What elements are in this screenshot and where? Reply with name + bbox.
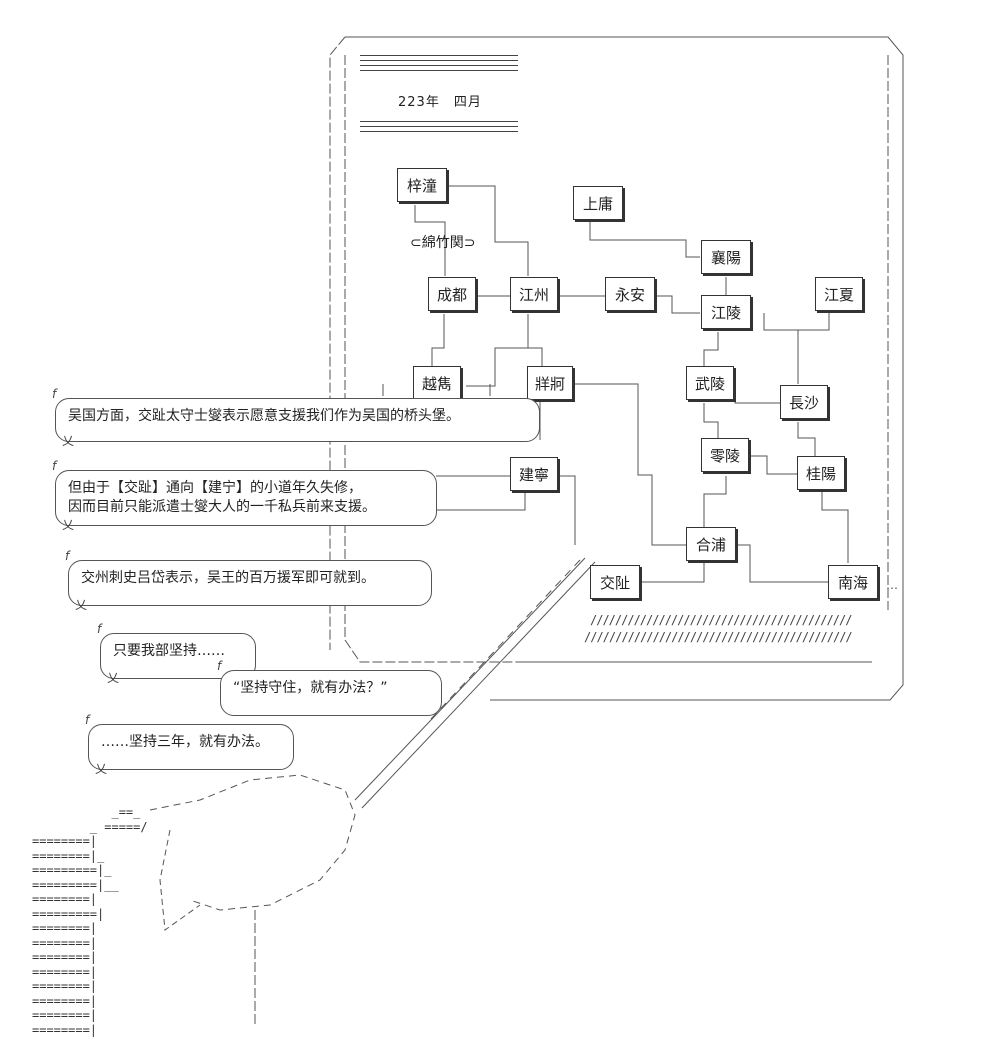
bubble-tail-icon: 乂 xyxy=(62,434,75,448)
city-hepu[interactable]: 合浦 xyxy=(686,527,736,561)
date-box: 223年 四月 xyxy=(360,55,518,137)
bubble-tag-icon: f xyxy=(65,549,70,563)
sleeve-art: _==_ _ =====/ ========| ========|_ =====… xyxy=(32,805,148,1037)
dialogue-line-4: 只要我部坚持…… xyxy=(113,643,225,659)
sea-hatch-bottom: ////////////////////////////////////////… xyxy=(584,630,853,644)
mianzhu-pass-label: ⊂綿竹関⊃ xyxy=(410,235,476,251)
speech-bubble-6: f ……坚持三年，就有办法。 乂 xyxy=(85,713,294,776)
city-nanhai[interactable]: 南海 xyxy=(828,565,878,599)
bubble-tail-icon: 乂 xyxy=(95,762,108,776)
speech-bubble-2: f 但由于【交趾】通向【建宁】的小道年久失修， 因而目前只能派遣士燮大人的一千私… xyxy=(52,459,437,532)
dialogue-line-1: 吴国方面，交趾太守士燮表示愿意支援我们作为吴国的桥头堡。 xyxy=(68,408,460,424)
city-jiangzhou[interactable]: 江州 xyxy=(510,277,558,311)
city-chengdu[interactable]: 成都 xyxy=(428,277,476,311)
dialogue-line-5: “坚持守住，就有办法？” xyxy=(233,680,388,696)
bubble-tail-icon: 乂 xyxy=(75,598,88,612)
city-jiangxia[interactable]: 江夏 xyxy=(815,277,863,311)
bubble-tail-icon: 乂 xyxy=(62,518,75,532)
dialogue-line-3: 交州刺史吕岱表示，吴王的百万援军即可就到。 xyxy=(81,570,375,586)
city-xiangyang[interactable]: 襄陽 xyxy=(701,240,751,274)
city-changsha[interactable]: 長沙 xyxy=(780,385,828,419)
bubble-tail-icon: 乂 xyxy=(107,671,120,685)
sea-hatch-top: ////////////////////////////////////////… xyxy=(590,613,852,627)
bubble-tag-icon: f xyxy=(52,387,57,401)
city-zitong[interactable]: 梓潼 xyxy=(397,168,447,202)
city-zangke[interactable]: 牂牁 xyxy=(527,366,573,400)
bubble-tag-icon: f xyxy=(97,622,102,636)
speech-bubble-4: f 只要我部坚持…… 乂 xyxy=(97,622,256,685)
city-yuexi[interactable]: 越雋 xyxy=(413,366,461,400)
city-guiyang[interactable]: 桂陽 xyxy=(797,456,845,490)
bubble-tag-icon: f xyxy=(217,659,222,673)
dialogue-line-2b: 因而目前只能派遣士燮大人的一千私兵前来支援。 xyxy=(68,499,376,515)
bubble-tag-icon: f xyxy=(52,459,57,473)
city-yongan[interactable]: 永安 xyxy=(605,277,655,311)
city-jiaozhi[interactable]: 交阯 xyxy=(590,565,640,599)
city-wuling[interactable]: 武陵 xyxy=(686,366,734,400)
speech-bubble-3: f 交州刺史吕岱表示，吴王的百万援军即可就到。 乂 xyxy=(65,549,432,612)
speech-bubble-5: f “坚持守住，就有办法？” xyxy=(217,659,442,716)
speech-bubble-1: f 吴国方面，交趾太守士燮表示愿意支援我们作为吴国的桥头堡。 乂 xyxy=(52,387,540,448)
city-jianning[interactable]: 建寧 xyxy=(510,457,558,491)
city-shangyong[interactable]: 上庸 xyxy=(573,186,623,220)
dialogue-line-2a: 但由于【交趾】通向【建宁】的小道年久失修， xyxy=(68,480,362,496)
date-label: 223年 四月 xyxy=(398,95,482,110)
bubble-tag-icon: f xyxy=(85,713,90,727)
map-ellipsis: … xyxy=(886,578,898,592)
dialogue-line-6: ……坚持三年，就有办法。 xyxy=(101,734,269,750)
city-lingling[interactable]: 零陵 xyxy=(701,438,749,472)
city-jiangling[interactable]: 江陵 xyxy=(701,295,751,329)
